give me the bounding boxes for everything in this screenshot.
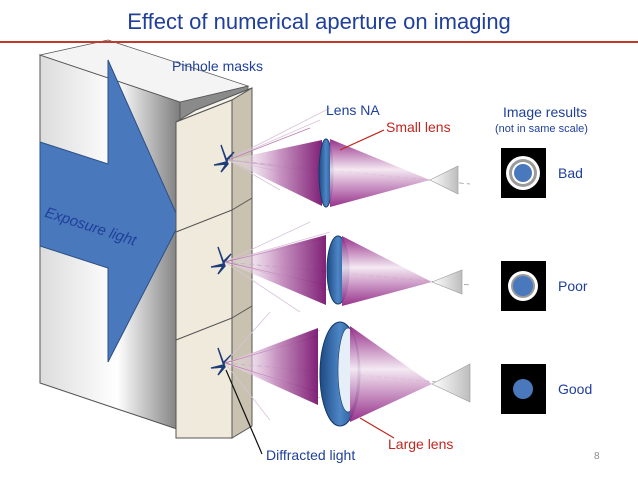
result-quality-bad: Bad <box>558 165 583 181</box>
image-result-good <box>501 364 546 414</box>
lens-na-label: Lens NA <box>326 102 380 118</box>
pinhole-mask-stack <box>175 87 253 439</box>
slide-title: Effect of numerical aperture on imaging <box>127 9 511 34</box>
image-results-label: Image results <box>503 104 588 120</box>
page-number: 8 <box>594 451 600 462</box>
pinhole-icon <box>210 144 235 376</box>
result-quality-good: Good <box>558 381 593 397</box>
image-result-bad <box>501 148 546 198</box>
title-rule <box>0 41 638 43</box>
pinhole-masks-label: Pinhole masks <box>172 58 264 74</box>
result-quality-poor: Poor <box>558 278 588 294</box>
small-lens-assembly <box>228 138 459 208</box>
image-result-poor <box>501 261 546 311</box>
large-lens-assembly <box>225 321 471 427</box>
large-lens-label: Large lens <box>388 436 454 452</box>
diffracted-light-label: Diffracted light <box>266 447 356 463</box>
image-results-note: (not in same scale) <box>495 123 588 135</box>
callout-leaders <box>225 129 395 455</box>
small-lens-label: Small lens <box>386 119 451 135</box>
exposure-light-arrow <box>39 59 181 363</box>
medium-lens-assembly <box>225 235 463 306</box>
